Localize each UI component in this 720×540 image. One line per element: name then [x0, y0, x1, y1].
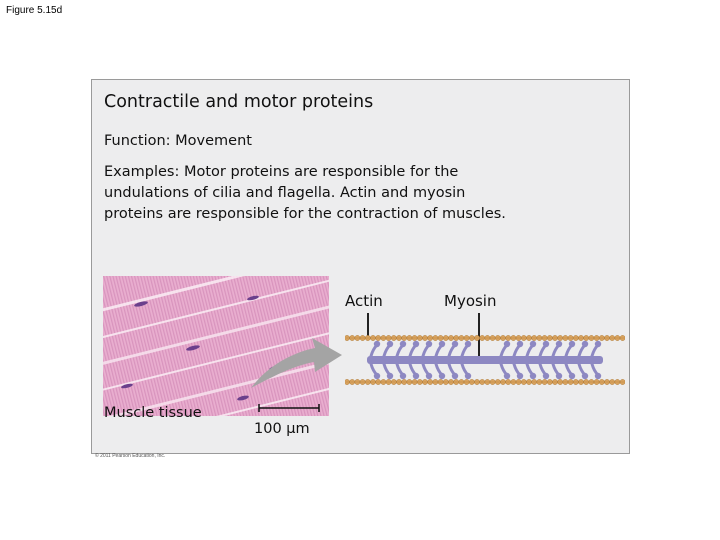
myosin-head-tip	[425, 340, 433, 348]
myosin-core	[367, 356, 603, 364]
zoom-arrow	[251, 338, 342, 388]
copyright-notice: © 2011 Pearson Education, Inc.	[95, 453, 166, 459]
actin-filaments	[345, 335, 625, 385]
myosin-head-tip	[503, 372, 511, 380]
actin-leader-line	[367, 313, 369, 337]
myosin-head-tip	[581, 372, 589, 380]
myosin-head-tip	[373, 372, 381, 380]
myosin-head-tip	[594, 340, 602, 348]
scale-bar-label: 100 μm	[254, 421, 310, 437]
myosin-head-tip	[529, 372, 537, 380]
figure-label: Figure 5.15d	[6, 5, 63, 16]
myosin-head-tip	[555, 372, 563, 380]
myosin-head-tip	[438, 340, 446, 348]
myosin-head-tip	[451, 372, 459, 380]
figure-panel: Contractile and motor proteins Function:…	[91, 79, 630, 459]
myosin-head-tip	[373, 340, 381, 348]
myosin-head-tip	[594, 372, 602, 380]
scale-bar	[258, 404, 320, 412]
myosin-head-tip	[555, 340, 563, 348]
myosin-head-tip	[568, 372, 576, 380]
myosin-head-tip	[386, 340, 394, 348]
examples-text: Examples: Motor proteins are responsible…	[104, 164, 506, 222]
myosin-head-tip	[529, 340, 537, 348]
myosin-head-tip	[412, 340, 420, 348]
function-text: Function: Movement	[104, 133, 252, 149]
myosin-filament	[367, 340, 603, 380]
panel-heading: Contractile and motor proteins	[104, 92, 374, 112]
muscle-tissue-label: Muscle tissue	[104, 405, 202, 421]
myosin-head-tip	[464, 372, 472, 380]
myosin-head-tip	[425, 372, 433, 380]
myosin-head-tip	[581, 340, 589, 348]
myosin-head-tip	[412, 372, 420, 380]
myosin-head-tip	[503, 340, 511, 348]
myosin-head-tip	[399, 340, 407, 348]
myosin-head-tip	[399, 372, 407, 380]
myosin-head-tip	[516, 340, 524, 348]
myosin-head-tip	[438, 372, 446, 380]
myosin-head-tip	[542, 340, 550, 348]
muscle-tissue-micrograph	[103, 276, 329, 416]
myosin-head-tip	[451, 340, 459, 348]
muscle-tissue-image	[103, 276, 329, 416]
myosin-head-tip	[568, 340, 576, 348]
myosin-head-tip	[542, 372, 550, 380]
myosin-label: Myosin	[444, 292, 497, 310]
myosin-head-tip	[516, 372, 524, 380]
myosin-head-tip	[386, 372, 394, 380]
sarcomere-diagram	[345, 335, 625, 385]
myosin-head-tip	[464, 340, 472, 348]
actin-label: Actin	[345, 292, 383, 310]
